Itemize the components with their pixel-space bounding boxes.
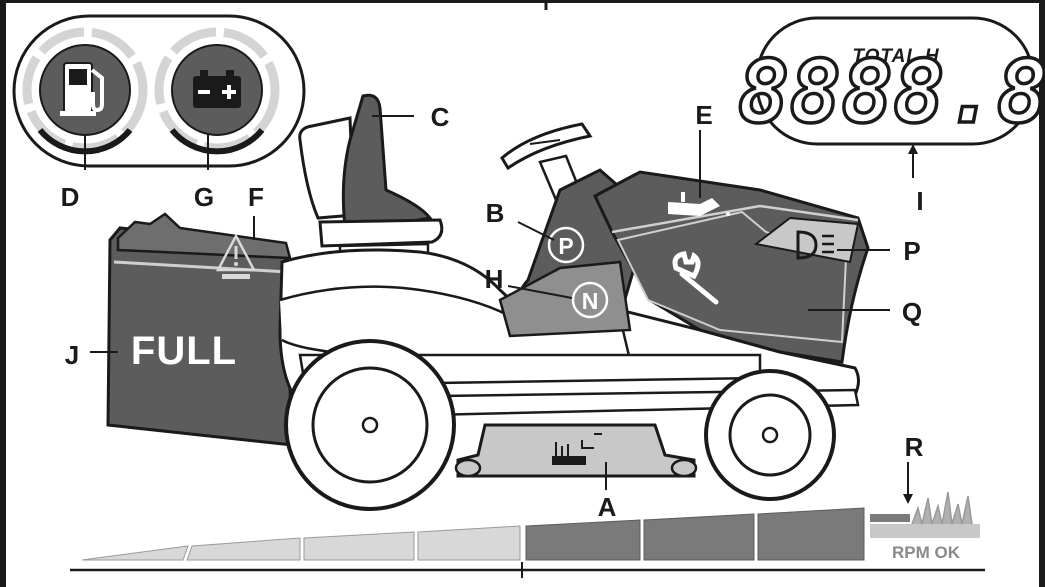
steering-wheel <box>500 122 593 202</box>
wrench-icon <box>672 251 719 305</box>
neutral-icon: N <box>571 281 609 319</box>
callout-b: B <box>486 198 505 228</box>
svg-text:P: P <box>558 233 573 259</box>
callout-g: G <box>194 182 214 212</box>
grass-rpm-icon <box>870 491 980 538</box>
callout-c: C <box>431 102 450 132</box>
rpm-ok-label: RPM OK <box>892 543 961 562</box>
seat-icon <box>298 93 444 270</box>
battery-icon <box>193 70 241 108</box>
oil-can-icon <box>668 192 730 216</box>
callout-p: P <box>903 236 920 266</box>
fuel-gauge <box>22 27 148 170</box>
bonnet <box>593 170 870 364</box>
svg-text:N: N <box>582 288 599 314</box>
callout-f: F <box>248 182 264 212</box>
callout-i: I <box>916 186 923 216</box>
callout-r: R <box>905 432 924 462</box>
grass-collector: FULL <box>106 212 294 447</box>
rpm-bar: RPM OK <box>81 491 980 562</box>
hour-meter: TOTAL H 8888.8 <box>736 16 1045 178</box>
warning-triangle-icon <box>215 233 257 279</box>
callout-d: D <box>61 182 80 212</box>
callout-a: A <box>598 492 617 522</box>
fuel-pump-icon <box>60 62 104 116</box>
callout-h: H <box>485 264 504 294</box>
battery-gauge <box>154 27 280 170</box>
callout-q: Q <box>902 297 922 327</box>
cutting-deck-icon <box>552 433 602 465</box>
leader-lines <box>90 115 913 504</box>
parking-brake-icon: P <box>547 226 585 264</box>
mower-illustration: FULL <box>106 93 870 511</box>
callout-e: E <box>695 100 712 130</box>
hour-meter-reading: 8888.8 <box>738 43 1045 143</box>
front-wheel <box>704 369 836 501</box>
headlight-icon <box>796 230 834 260</box>
cutting-deck <box>454 423 698 478</box>
hour-meter-title: TOTAL H <box>852 46 940 67</box>
status-pod <box>12 14 306 170</box>
callout-letters: C E D G F B I P H Q J R A <box>61 100 924 522</box>
callout-j: J <box>65 340 79 370</box>
rear-wheel <box>284 339 456 511</box>
collector-full-label: FULL <box>131 329 237 373</box>
